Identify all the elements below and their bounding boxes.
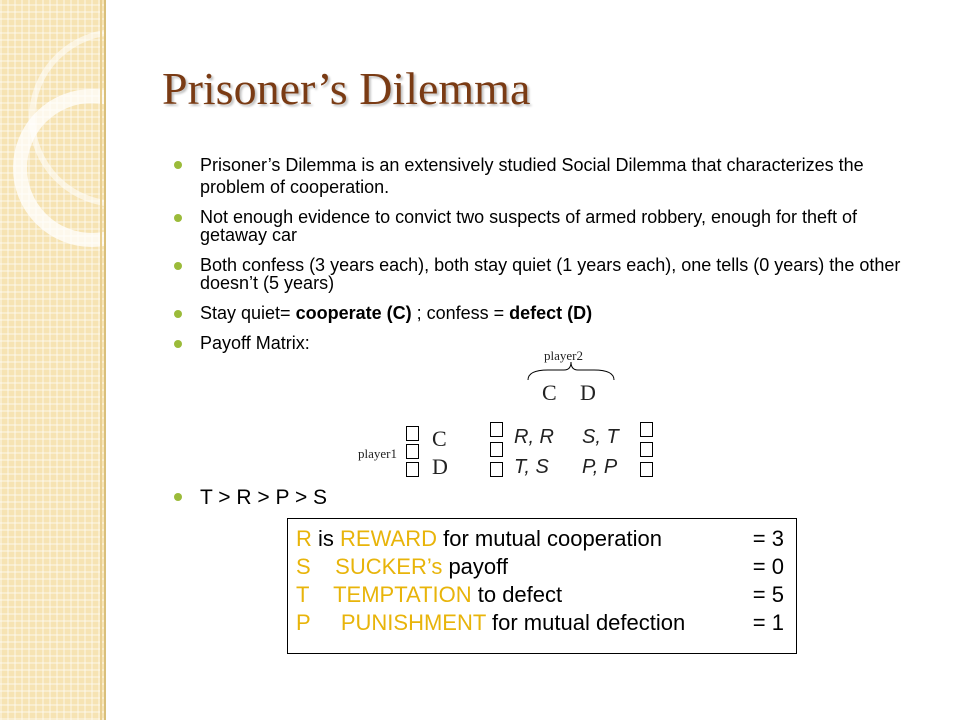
bullet-item: Both confess (3 years each), both stay q… bbox=[174, 256, 914, 292]
bullet-text: Payoff Matrix: bbox=[200, 333, 310, 353]
placeholder-box bbox=[490, 462, 503, 477]
payoff-definitions-box: R is REWARD for mutual cooperation = 3 S… bbox=[287, 518, 797, 654]
player1-label: player1 bbox=[358, 446, 397, 461]
placeholder-box bbox=[490, 422, 503, 437]
slide-title: Prisoner’s Dilemma bbox=[162, 63, 531, 114]
definition-letter: S bbox=[296, 554, 311, 579]
player2-brace bbox=[527, 361, 615, 381]
decorative-sidebar bbox=[0, 0, 106, 720]
definition-text: is bbox=[311, 526, 341, 551]
bullet-text: Not enough evidence to convict two suspe… bbox=[200, 207, 858, 245]
bullet-text: Both confess (3 years each), both stay q… bbox=[200, 255, 901, 293]
bullet-item: Not enough evidence to convict two suspe… bbox=[174, 208, 914, 244]
placeholder-box bbox=[640, 442, 653, 457]
definition-text: to defect bbox=[471, 582, 563, 607]
player2-label: player2 bbox=[544, 348, 583, 363]
definition-letter: R bbox=[296, 526, 312, 551]
defect-term: defect (D) bbox=[509, 303, 593, 323]
bullet-item: Payoff Matrix: bbox=[174, 334, 914, 352]
bullet-text: T > R > P > S bbox=[200, 486, 328, 509]
matrix-cell: R, R bbox=[514, 426, 554, 448]
placeholder-box bbox=[640, 422, 653, 437]
placeholder-box bbox=[406, 426, 419, 441]
bullet-list: Prisoner’s Dilemma is an extensively stu… bbox=[174, 154, 914, 364]
bullet-item: Prisoner’s Dilemma is an extensively stu… bbox=[174, 154, 914, 198]
placeholder-box bbox=[406, 444, 419, 459]
definition-text bbox=[309, 582, 333, 607]
cooperate-term: cooperate (C) bbox=[295, 303, 412, 323]
bullet-text-middle: ; confess = bbox=[411, 303, 510, 323]
definition-keyword: TEMPTATION bbox=[333, 582, 472, 607]
definition-value: = 1 bbox=[752, 610, 784, 635]
definition-keyword: PUNISHMENT bbox=[340, 610, 486, 635]
bullet-dot bbox=[174, 262, 182, 270]
bullet-dot bbox=[174, 340, 182, 348]
row-d-header: D bbox=[432, 454, 448, 479]
matrix-cell: T, S bbox=[514, 456, 549, 478]
bullet-text-prefix: Stay quiet= bbox=[200, 303, 296, 323]
definition-letter: T bbox=[296, 582, 310, 607]
payoff-matrix: player2 C D player1 C D R, R S, T T, S P… bbox=[350, 340, 670, 490]
bullet-text: Prisoner’s Dilemma is an extensively stu… bbox=[200, 155, 864, 197]
definition-keyword: REWARD bbox=[340, 526, 437, 551]
row-c-header: C bbox=[432, 426, 447, 451]
definition-value: = 0 bbox=[752, 554, 784, 579]
bullet-item-ordering: T > R > P > S bbox=[174, 486, 327, 510]
bullet-dot bbox=[174, 310, 182, 318]
bullet-dot bbox=[174, 493, 182, 501]
placeholder-box bbox=[490, 442, 503, 457]
definition-value: = 5 bbox=[752, 582, 784, 607]
bullet-item: Stay quiet= cooperate (C) ; confess = de… bbox=[174, 304, 914, 322]
bullet-dot bbox=[174, 161, 182, 169]
column-d-header: D bbox=[580, 380, 596, 405]
definition-text bbox=[310, 610, 341, 635]
bullet-dot bbox=[174, 214, 182, 222]
definition-row: T TEMPTATION to defect = 5 bbox=[296, 581, 796, 609]
placeholder-box bbox=[640, 462, 653, 477]
matrix-cell: S, T bbox=[582, 426, 619, 448]
matrix-cell: P, P bbox=[582, 456, 618, 478]
definition-text: payoff bbox=[442, 554, 508, 579]
column-c-header: C bbox=[542, 380, 557, 405]
sidebar-edge bbox=[104, 0, 106, 720]
placeholder-box bbox=[406, 462, 419, 477]
definition-text bbox=[311, 554, 335, 579]
definition-text: for mutual cooperation bbox=[436, 526, 663, 551]
definition-row: P PUNISHMENT for mutual defection = 1 bbox=[296, 609, 796, 637]
definition-keyword: SUCKER’s bbox=[335, 554, 443, 579]
definition-value: = 3 bbox=[752, 526, 784, 551]
definition-row: S SUCKER’s payoff = 0 bbox=[296, 553, 796, 581]
sidebar-stripe bbox=[100, 0, 102, 720]
decorative-rings bbox=[13, 29, 106, 247]
definition-text: for mutual defection bbox=[485, 610, 686, 635]
definition-row: R is REWARD for mutual cooperation = 3 bbox=[296, 525, 796, 553]
definition-letter: P bbox=[296, 610, 311, 635]
